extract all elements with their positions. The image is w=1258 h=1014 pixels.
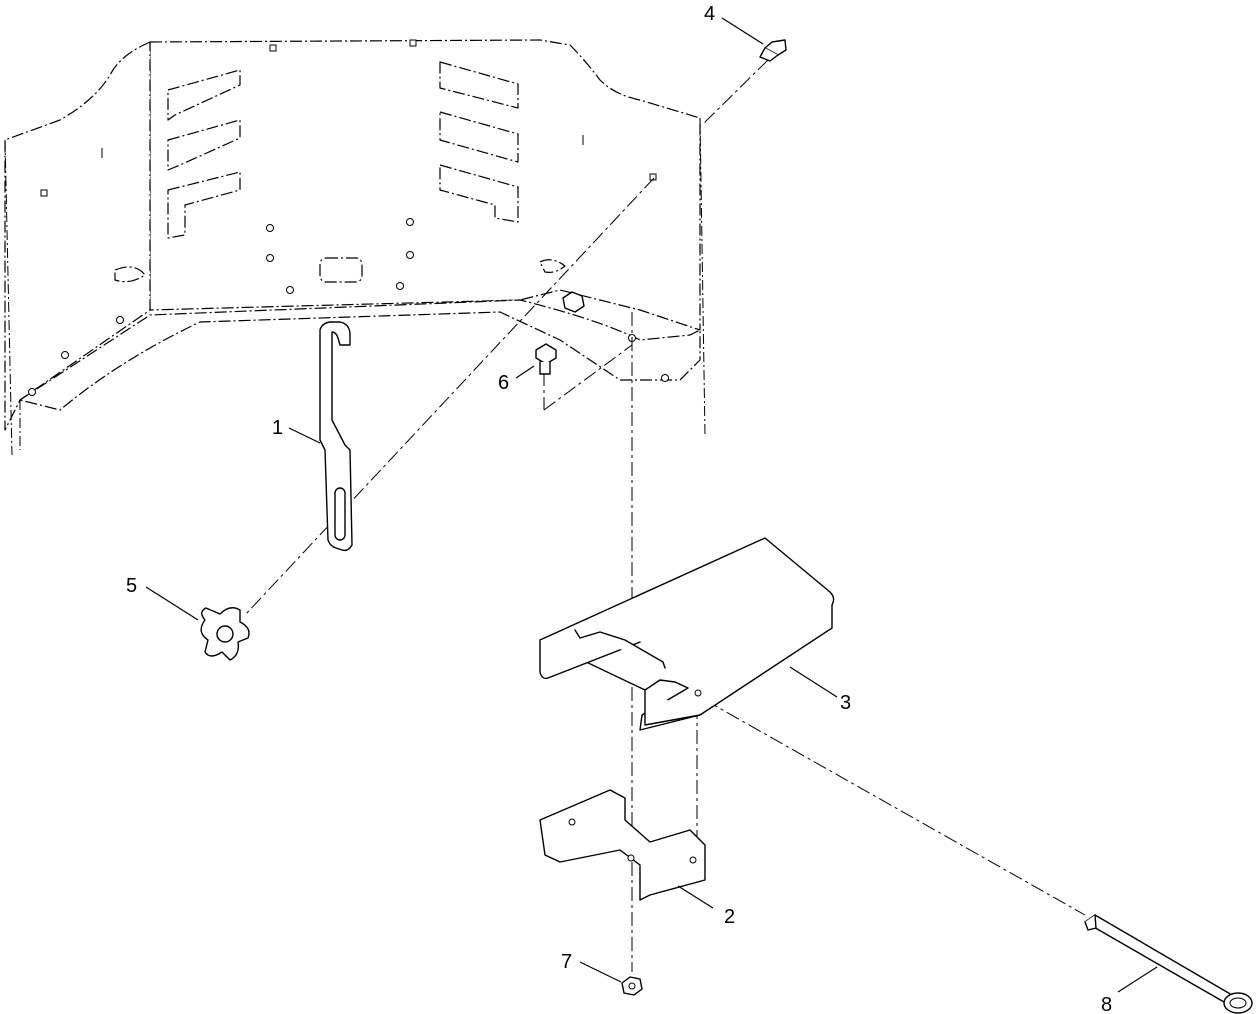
callout-6: 6 (498, 372, 509, 394)
bolt-part-6 (535, 343, 557, 375)
cover-part-3 (539, 537, 835, 731)
callout-labels: 1 2 3 4 5 6 7 8 (126, 3, 1112, 1014)
callout-4: 4 (704, 3, 715, 25)
callout-7: 7 (561, 951, 572, 973)
star-knob-part-5 (200, 607, 250, 661)
screw-part-4 (759, 39, 787, 62)
callout-3: 3 (840, 692, 851, 714)
strap-part-1 (319, 321, 353, 552)
callout-8: 8 (1101, 994, 1112, 1014)
hex-nut (562, 291, 585, 313)
callout-1: 1 (272, 417, 283, 439)
nut-part-7 (621, 976, 643, 996)
phantom-frame (4, 39, 706, 456)
pin-part-8 (1084, 914, 1253, 1014)
leader-lines (145, 17, 1158, 993)
callout-5: 5 (126, 575, 137, 597)
callout-2: 2 (724, 906, 735, 928)
bracket-part-2 (539, 789, 706, 901)
